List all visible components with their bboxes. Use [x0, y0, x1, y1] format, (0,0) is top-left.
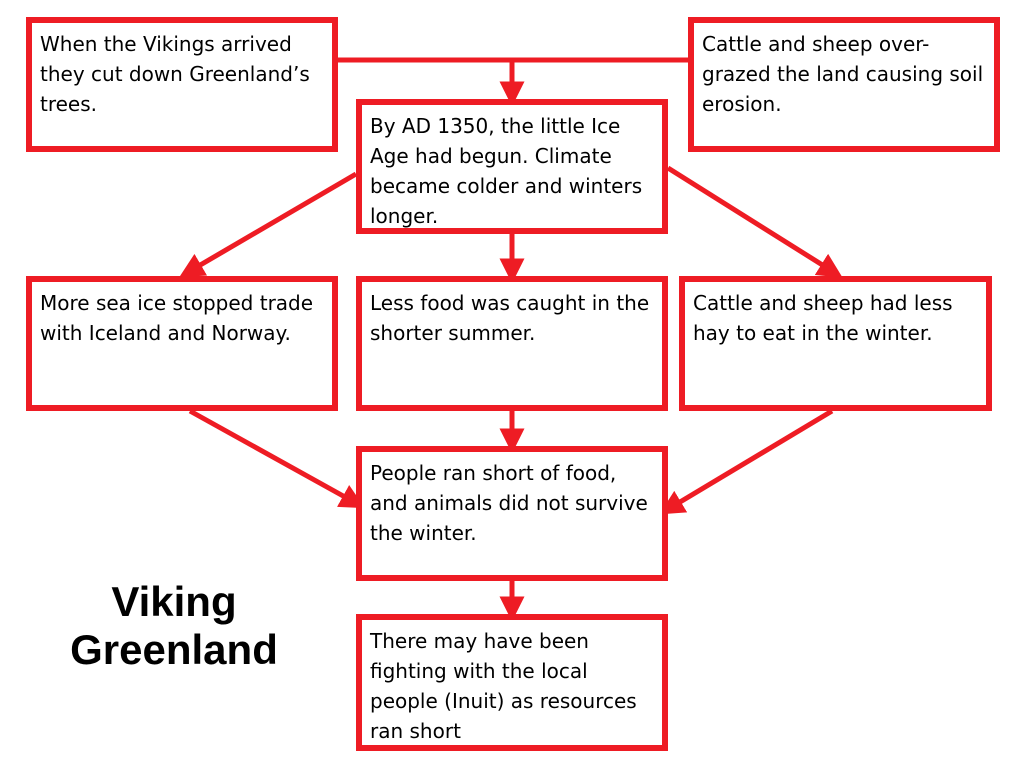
box-fighting-inuit: There may have been fighting with the lo…	[356, 614, 668, 751]
box-cattle-overgrazing: Cattle and sheep over-grazed the land ca…	[688, 17, 1000, 152]
box-sea-ice-trade: More sea ice stopped trade with Iceland …	[26, 276, 338, 411]
box-less-hay: Cattle and sheep had less hay to eat in …	[679, 276, 992, 411]
diagram-title: Viking Greenland	[70, 578, 278, 673]
box-less-food-caught: Less food was caught in the shorter summ…	[356, 276, 668, 411]
box-little-ice-age: By AD 1350, the little Ice Age had begun…	[356, 99, 668, 234]
arrow-less-hay-to-ran-short	[659, 408, 834, 515]
box-vikings-cut-trees: When the Vikings arrived they cut down G…	[26, 17, 338, 152]
arrow-ice-age-to-sea-ice	[179, 171, 358, 278]
arrow-sea-ice-to-ran-short	[188, 408, 365, 509]
arrow-ice-age-to-less-hay	[666, 165, 843, 278]
box-ran-short-of-food: People ran short of food, and animals di…	[356, 446, 668, 581]
